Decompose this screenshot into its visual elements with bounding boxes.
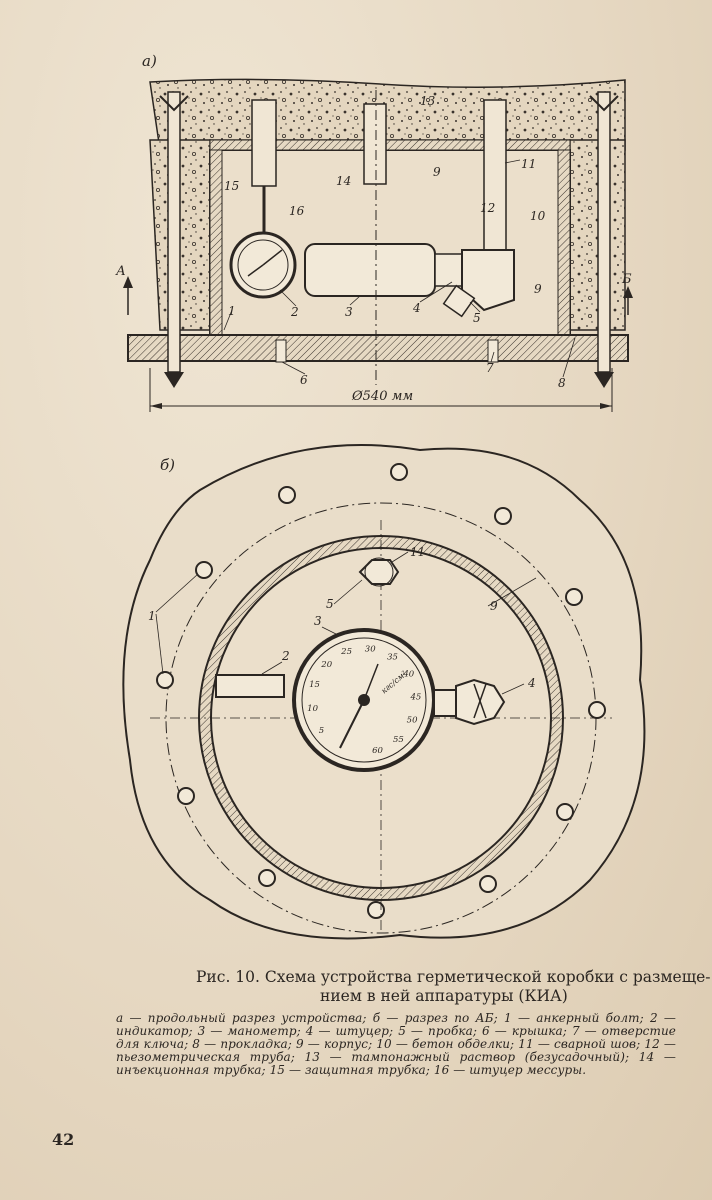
gauge-tick-label: 20 bbox=[320, 660, 332, 670]
protective-tube-15 bbox=[251, 99, 277, 187]
svg-text:12: 12 bbox=[480, 201, 495, 215]
svg-text:7: 7 bbox=[486, 361, 494, 375]
fitting-plan bbox=[433, 689, 457, 717]
section-a-mark: А bbox=[115, 264, 126, 279]
box-wall-left bbox=[209, 149, 223, 336]
svg-text:11: 11 bbox=[410, 545, 425, 559]
lid bbox=[127, 334, 629, 362]
anchor-bolt-left bbox=[167, 91, 181, 373]
svg-text:6: 6 bbox=[300, 373, 308, 387]
gauge-tick-label: 50 bbox=[407, 716, 418, 726]
svg-text:9: 9 bbox=[490, 599, 498, 613]
svg-text:14: 14 bbox=[336, 174, 351, 188]
piezometric-tube-12 bbox=[483, 99, 507, 257]
figure-10-drawing: а) bbox=[115, 52, 646, 940]
page-number: 42 bbox=[52, 1130, 75, 1149]
panel-a-label: а) bbox=[142, 52, 157, 70]
gauge-tick-label: 5 bbox=[319, 726, 324, 736]
gauge-tick-label: 35 bbox=[387, 653, 398, 663]
svg-text:11: 11 bbox=[521, 157, 536, 171]
gauge-tick-label: 60 bbox=[372, 746, 383, 756]
fitting bbox=[461, 249, 515, 312]
gauge-tick-label: 40 bbox=[402, 670, 414, 680]
caption-title-line2: нием в ней аппаратуры (КИА) bbox=[320, 987, 568, 1005]
dimension-label: Ø540 мм bbox=[351, 389, 413, 404]
svg-text:3: 3 bbox=[345, 305, 353, 319]
section-b-mark: Б bbox=[621, 272, 632, 287]
figure-caption-title: Рис. 10. Схема устройства герметической … bbox=[196, 968, 711, 1006]
panel-b-label: б) bbox=[160, 456, 175, 474]
svg-text:15: 15 bbox=[224, 179, 239, 193]
svg-text:2: 2 bbox=[290, 305, 299, 319]
svg-text:9: 9 bbox=[534, 282, 542, 296]
svg-text:4: 4 bbox=[412, 301, 421, 315]
figure-caption-legend: а — продольный разрез устройства; б — ра… bbox=[116, 1011, 676, 1077]
gauge-tick-label: 45 bbox=[409, 692, 421, 702]
svg-text:13: 13 bbox=[420, 94, 436, 108]
gauge-tick-label: 10 bbox=[307, 704, 318, 714]
caption-title-line1: Рис. 10. Схема устройства герметической … bbox=[196, 968, 711, 986]
box-wall-top bbox=[209, 139, 571, 151]
gauge-tick-label: 55 bbox=[393, 735, 404, 745]
gauge-tick-label: 25 bbox=[340, 647, 352, 657]
concrete-top bbox=[149, 78, 626, 151]
svg-text:9: 9 bbox=[433, 165, 441, 179]
svg-text:8: 8 bbox=[558, 376, 566, 390]
anchor-bolt-right bbox=[597, 91, 611, 373]
box-wall-right bbox=[557, 149, 571, 336]
svg-text:2: 2 bbox=[281, 649, 290, 663]
svg-text:16: 16 bbox=[289, 204, 305, 218]
gauge-tick-label: 15 bbox=[309, 680, 320, 690]
svg-text:5: 5 bbox=[326, 597, 334, 611]
svg-text:3: 3 bbox=[314, 614, 322, 628]
svg-text:5: 5 bbox=[473, 311, 481, 325]
injection-tube-14 bbox=[363, 103, 387, 185]
gauge-tick-label: 30 bbox=[365, 644, 376, 654]
indicator-plan bbox=[215, 674, 285, 698]
svg-text:1: 1 bbox=[148, 609, 156, 623]
svg-text:10: 10 bbox=[530, 209, 546, 223]
svg-text:4: 4 bbox=[527, 676, 536, 690]
manometer-body bbox=[304, 243, 436, 297]
